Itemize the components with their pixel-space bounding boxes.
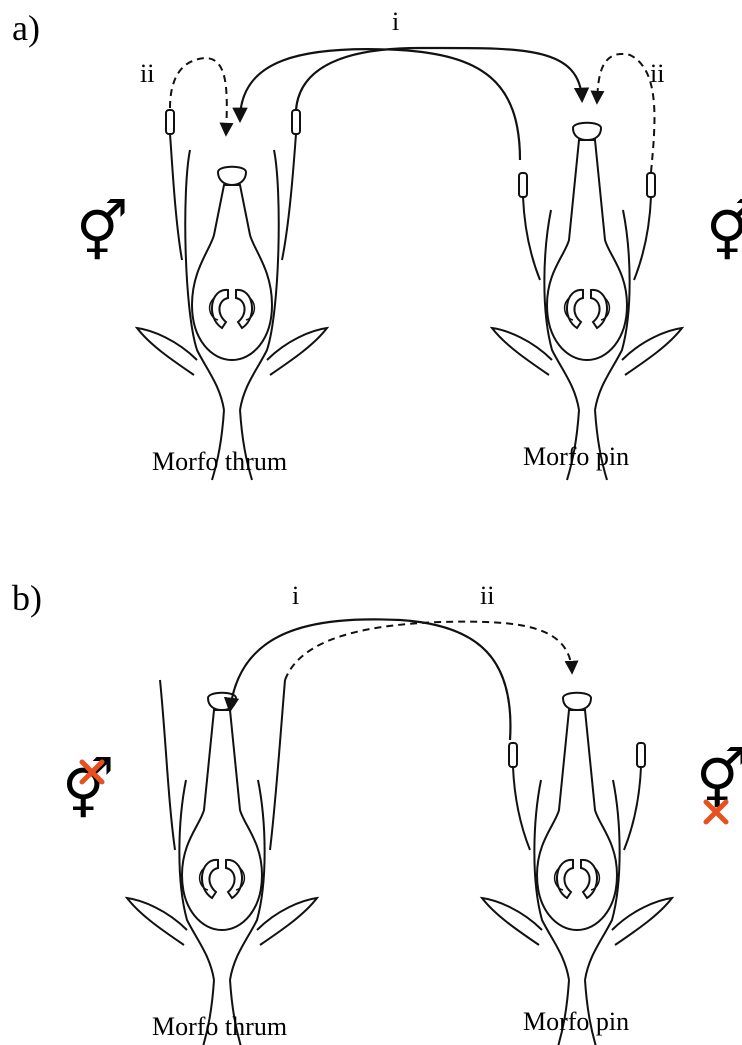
thrum-flower-a — [137, 150, 327, 480]
hermaphrodite-icon-a-right: ⚥ — [706, 198, 742, 266]
cross-arrow-a-to-pin — [296, 48, 582, 110]
panel-a-self-label-left: ii — [140, 59, 154, 88]
hermaphrodite-icon-a-left: ⚥ — [76, 198, 128, 266]
pin-anther-a-right — [647, 173, 655, 197]
panel-a-pin-label: Morfo pin — [523, 442, 629, 471]
panel-a-label: a) — [12, 8, 40, 48]
panel-a-cross-label: i — [392, 7, 399, 36]
thrum-anther-a-right — [292, 110, 300, 134]
panel-b-label: b) — [12, 578, 42, 618]
pin-anther-a-left — [519, 173, 527, 197]
panel-b-thrum-label: Morfo thrum — [152, 1012, 287, 1041]
panel-b-pin-label: Morfo pin — [523, 1007, 629, 1036]
self-arrow-a-pin — [597, 54, 654, 172]
cross-arrow-a-to-thrum — [240, 49, 520, 160]
pin-anther-b-left — [509, 743, 517, 767]
self-arrow-a-thrum — [170, 58, 227, 134]
panel-b: b) i ii Morfo thrum Morfo pin ⚥ ⚥ — [12, 578, 742, 1045]
hermaphrodite-icon-b-right: ⚥ — [696, 746, 742, 814]
pin-anther-b-right — [637, 743, 645, 767]
thrum-flower-b — [127, 693, 317, 1045]
panel-b-other-label: ii — [480, 581, 494, 610]
thrum-anther-a-left — [166, 110, 174, 134]
cross-arrow-b-ii — [285, 622, 572, 680]
panel-a-thrum-label: Morfo thrum — [152, 447, 287, 476]
panel-a: a) i ii ii Morfo thrum Morfo pin ⚥ — [12, 7, 742, 480]
panel-b-cross-label: i — [292, 581, 299, 610]
cross-arrow-b-i — [230, 619, 510, 740]
panel-a-self-label-right: ii — [650, 59, 664, 88]
